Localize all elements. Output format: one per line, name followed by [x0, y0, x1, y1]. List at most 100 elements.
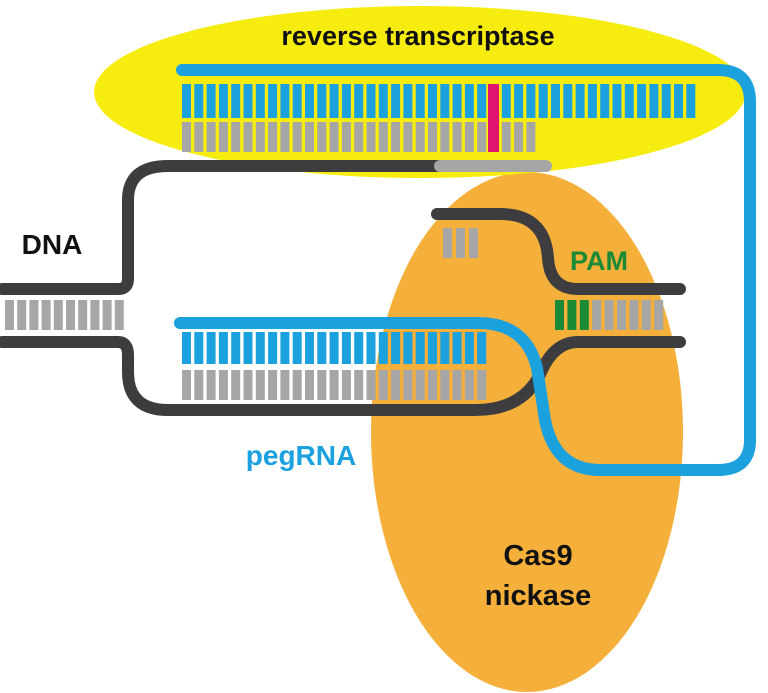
base-tick	[526, 84, 536, 118]
base-tick	[428, 84, 437, 118]
base-tick	[469, 228, 478, 258]
base-tick	[366, 84, 376, 118]
base-tick	[391, 122, 401, 152]
cas9-label: Cas9	[503, 540, 572, 572]
base-tick	[17, 300, 27, 330]
base-tick	[194, 84, 204, 118]
base-tick	[641, 300, 651, 330]
base-tick	[366, 332, 376, 364]
base-tick	[624, 84, 634, 118]
base-tick	[391, 370, 401, 400]
base-tick	[440, 370, 450, 400]
base-tick	[440, 122, 450, 152]
nickase-label: nickase	[485, 580, 591, 612]
base-tick	[341, 332, 351, 364]
base-tick	[66, 300, 75, 330]
base-tick	[428, 122, 437, 152]
base-tick	[292, 122, 302, 152]
base-tick	[612, 84, 622, 118]
base-tick	[654, 300, 664, 330]
base-tick	[255, 84, 265, 118]
base-tick	[53, 300, 63, 330]
base-tick	[477, 84, 487, 118]
base-tick	[501, 84, 511, 118]
base-tick	[231, 370, 241, 400]
base-tick	[452, 122, 462, 152]
base-tick	[268, 370, 278, 400]
base-tick	[415, 84, 425, 118]
base-tick	[538, 84, 548, 118]
base-tick	[464, 84, 474, 118]
base-tick	[280, 332, 290, 364]
base-tick	[317, 84, 327, 118]
base-tick	[206, 332, 216, 364]
base-tick	[218, 122, 228, 152]
base-tick	[452, 332, 462, 364]
base-tick	[661, 84, 671, 118]
pegrna-spacer-bases	[182, 332, 487, 364]
base-tick	[243, 84, 253, 118]
displaced-flap-bases	[443, 228, 478, 258]
base-tick	[329, 84, 339, 118]
base-tick	[280, 122, 290, 152]
base-tick	[464, 122, 474, 152]
base-tick	[255, 370, 265, 400]
base-tick	[268, 84, 278, 118]
base-tick	[366, 370, 376, 400]
base-tick	[403, 332, 413, 364]
base-tick	[579, 300, 589, 330]
base-tick	[255, 122, 265, 152]
base-tick	[415, 332, 425, 364]
base-tick	[501, 122, 511, 152]
base-tick	[629, 300, 639, 330]
base-tick	[255, 332, 265, 364]
base-tick	[686, 84, 696, 118]
base-tick	[354, 370, 364, 400]
base-tick	[464, 370, 474, 400]
dna-target-bases	[182, 370, 487, 400]
base-tick	[403, 122, 413, 152]
base-tick	[280, 84, 290, 118]
base-tick	[218, 370, 228, 400]
base-tick	[403, 370, 413, 400]
base-tick	[354, 84, 364, 118]
base-tick	[194, 370, 204, 400]
base-tick	[218, 332, 228, 364]
base-tick	[378, 122, 388, 152]
base-tick	[268, 332, 278, 364]
base-tick	[78, 300, 88, 330]
base-tick	[587, 84, 597, 118]
rt-synthesized-bases	[182, 122, 536, 152]
base-tick	[305, 370, 314, 400]
base-tick	[428, 332, 437, 364]
base-tick	[415, 370, 425, 400]
base-tick	[329, 122, 339, 152]
base-tick	[378, 370, 388, 400]
cas9-nickase-body	[371, 172, 683, 692]
dna-label: DNA	[22, 229, 83, 260]
base-tick	[317, 332, 327, 364]
base-tick	[329, 332, 339, 364]
pam-label: PAM	[570, 246, 628, 276]
base-tick	[440, 332, 450, 364]
base-tick	[440, 84, 450, 118]
base-tick	[514, 84, 524, 118]
base-tick	[292, 332, 302, 364]
base-tick	[592, 300, 602, 330]
base-tick	[182, 370, 191, 400]
base-tick	[114, 300, 124, 330]
base-tick	[575, 84, 585, 118]
base-tick	[391, 84, 401, 118]
base-tick	[452, 84, 462, 118]
base-tick	[526, 122, 536, 152]
base-tick	[563, 84, 573, 118]
base-tick	[341, 370, 351, 400]
base-tick	[341, 84, 351, 118]
base-tick	[378, 332, 388, 364]
dna-duplex-bases-left	[5, 300, 124, 330]
base-tick	[366, 122, 376, 152]
base-tick	[243, 370, 253, 400]
base-tick	[206, 122, 216, 152]
base-tick	[29, 300, 39, 330]
